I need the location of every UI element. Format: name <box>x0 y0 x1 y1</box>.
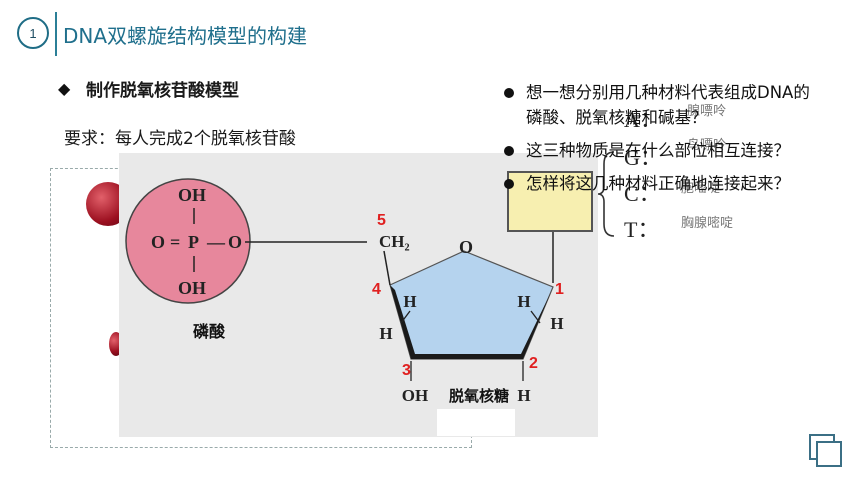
requirement-text: 要求：每人完成2个脱氧核苷酸 <box>64 129 296 149</box>
sugar-label: 脱氧核糖 <box>449 387 509 405</box>
question-list: 想一想分别用几种材料代表组成DNA的磷酸、脱氧核糖和碱基？ 这三种物质是在什么部… <box>504 80 814 204</box>
section-subtitle: 制作脱氧核苷酸模型 <box>86 81 239 101</box>
sugar-ch2: CH₂ <box>379 232 410 251</box>
question-item: 这三种物质是在什么部位相互连接？ <box>504 138 814 163</box>
phosphate-oh-top: OH <box>178 185 206 205</box>
sugar-h-right-lower: H <box>550 314 563 333</box>
section-number-badge: 1 <box>17 17 49 49</box>
phosphate-o-double: O <box>151 232 165 252</box>
nucleotide-structure-svg: OH O = P — O OH 磷酸 CH₂ O H H H H OH H 脱氧… <box>125 178 564 405</box>
sugar-h-right-upper: H <box>517 292 530 311</box>
bullet-dot-icon <box>504 146 514 156</box>
phosphate-label: 磷酸 <box>193 322 226 341</box>
nucleotide-diagram: OH O = P — O OH 磷酸 CH₂ O H H H H OH H 脱氧… <box>119 153 598 437</box>
base-name-adenine: 腺嘌呤 <box>687 104 727 119</box>
white-label-patch <box>437 409 515 436</box>
base-name-guanine: 鸟嘌呤 <box>687 138 727 153</box>
base-name-cytosine: 胞嘧啶 <box>681 181 721 196</box>
section-number: 1 <box>29 25 37 41</box>
carbon-number-2: 2 <box>529 355 538 372</box>
diamond-bullet-icon: ◆ <box>58 79 71 98</box>
bullet-dot-icon <box>504 88 514 98</box>
phosphate-double-bond: = <box>170 232 180 252</box>
phosphate-p: P <box>188 232 199 252</box>
page-title: DNA双螺旋结构模型的构建 <box>63 24 308 48</box>
sugar-oh: OH <box>402 386 428 405</box>
phosphate-o-right: O <box>228 232 242 252</box>
question-item: 怎样将这几种材料正确地连接起来？ <box>504 171 814 196</box>
copy-squares-icon <box>809 434 842 467</box>
base-letter-c: C： <box>624 181 661 206</box>
phosphate-oh-bottom: OH <box>178 278 206 298</box>
carbon-number-1: 1 <box>555 281 564 298</box>
sugar-ring-o: O <box>459 237 473 257</box>
base-name-thymine: 胸腺嘧啶 <box>681 216 734 231</box>
phosphate-circle <box>125 178 251 304</box>
base-placeholder-box <box>507 171 593 232</box>
base-letter-a: A： <box>624 107 662 132</box>
brace-icon <box>597 151 615 237</box>
sugar-h-left-upper: H <box>403 292 416 311</box>
carbon-number-4: 4 <box>372 281 381 298</box>
phosphate-dash: — <box>206 232 226 252</box>
sugar-h-bottom: H <box>517 386 530 405</box>
carbon-number-5: 5 <box>377 212 386 229</box>
question-item: 想一想分别用几种材料代表组成DNA的磷酸、脱氧核糖和碱基？ <box>504 80 814 130</box>
header-divider <box>55 12 57 56</box>
sugar-h-left-lower: H <box>379 324 392 343</box>
base-letter-t: T： <box>624 217 660 242</box>
carbon-number-3: 3 <box>402 362 411 379</box>
bullet-dot-icon <box>504 179 514 189</box>
base-letter-g: G： <box>624 145 662 170</box>
